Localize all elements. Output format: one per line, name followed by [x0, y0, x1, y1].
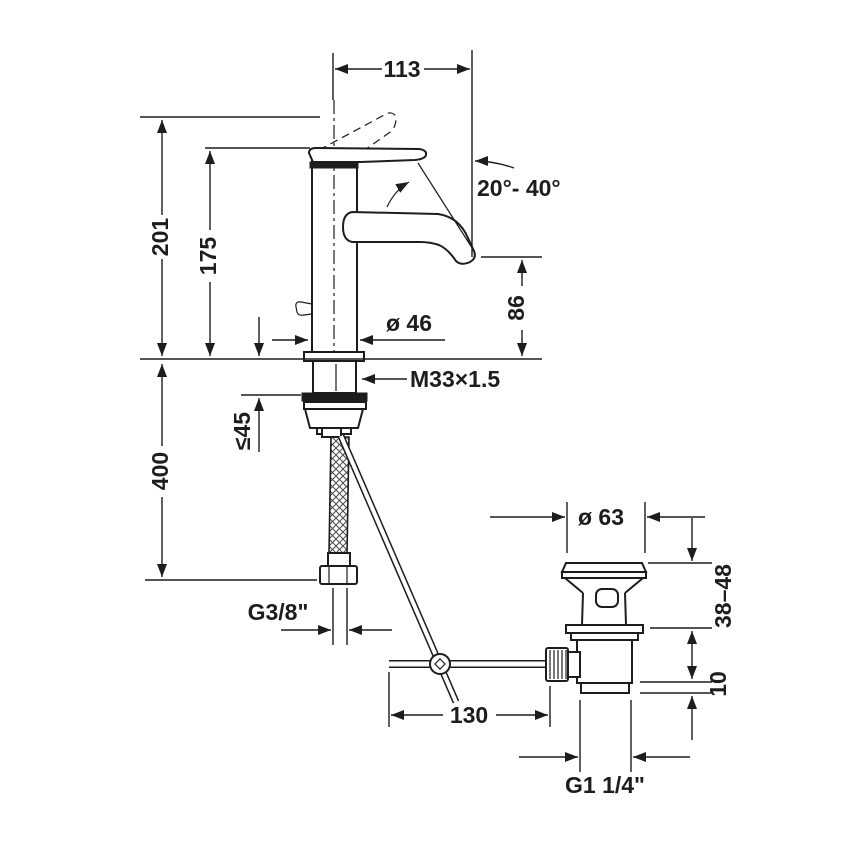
dim-label-g114: G1 1/4"	[565, 772, 645, 798]
swivel-arc-arrow	[386, 181, 410, 208]
swivel-line	[417, 162, 475, 252]
dim-label-175: 175	[195, 237, 221, 276]
dim-total-height: 201	[147, 120, 173, 356]
hose-connector	[319, 565, 358, 585]
dim-label-201: 201	[147, 218, 173, 257]
dim-label-86: 86	[503, 295, 529, 321]
pop-up-linkage	[337, 434, 552, 704]
dim-label-o63: ø 63	[578, 504, 624, 530]
dim-label-m33: M33×1.5	[410, 366, 500, 392]
faucet-body	[295, 100, 476, 567]
spout	[341, 210, 476, 265]
dim-label-le45: ≤45	[229, 412, 255, 450]
hose-ferrule	[327, 552, 351, 567]
overflow-hole	[595, 588, 619, 608]
dim-label-3848: 38–48	[710, 564, 736, 628]
mounting-nut	[303, 408, 365, 429]
handle-raised-dashed	[318, 112, 397, 160]
dim-waste-diameter: ø 63	[490, 502, 705, 553]
cartridge-collar	[309, 161, 359, 169]
dim-spout-reach: 113	[332, 50, 473, 257]
dim-waste-depths: 38–48 10	[640, 518, 736, 740]
rod-attachment	[321, 427, 342, 438]
dim-label-400: 400	[147, 452, 173, 490]
dim-body-diameter: ø 46	[272, 310, 445, 345]
dim-body-height: 175	[195, 151, 221, 356]
dim-label-g38: G3/8"	[248, 599, 309, 625]
side-tab	[295, 301, 313, 316]
rod-collar	[567, 651, 581, 678]
handle-lever	[307, 146, 428, 163]
dim-deck-thickness: ≤45	[229, 317, 301, 452]
waste-flange	[565, 624, 644, 634]
dim-label-130: 130	[450, 702, 488, 728]
waste-plug	[560, 562, 648, 573]
dim-handle-angle: 20°- 40°	[474, 156, 561, 201]
dim-rod-length: 130	[388, 672, 551, 728]
dim-label-angle: 20°- 40°	[477, 175, 561, 201]
waste-tailpiece	[576, 639, 633, 684]
dim-waste-thread: G1 1/4"	[519, 700, 690, 798]
knurled-nut	[545, 647, 569, 682]
dim-hose-length: 400	[145, 364, 317, 581]
dim-spout-height: 86	[481, 256, 542, 356]
ball-joint	[429, 653, 451, 675]
dim-shank-thread: M33×1.5	[362, 366, 500, 392]
pop-up-waste	[545, 562, 648, 694]
dim-hose-thread: G3/8"	[248, 588, 392, 645]
seal-washer	[301, 392, 368, 402]
dim-label-o46: ø 46	[386, 310, 432, 336]
dim-label-10: 10	[705, 671, 731, 697]
dim-label-113: 113	[383, 56, 420, 82]
threaded-shank	[312, 360, 357, 394]
washer	[303, 401, 367, 410]
